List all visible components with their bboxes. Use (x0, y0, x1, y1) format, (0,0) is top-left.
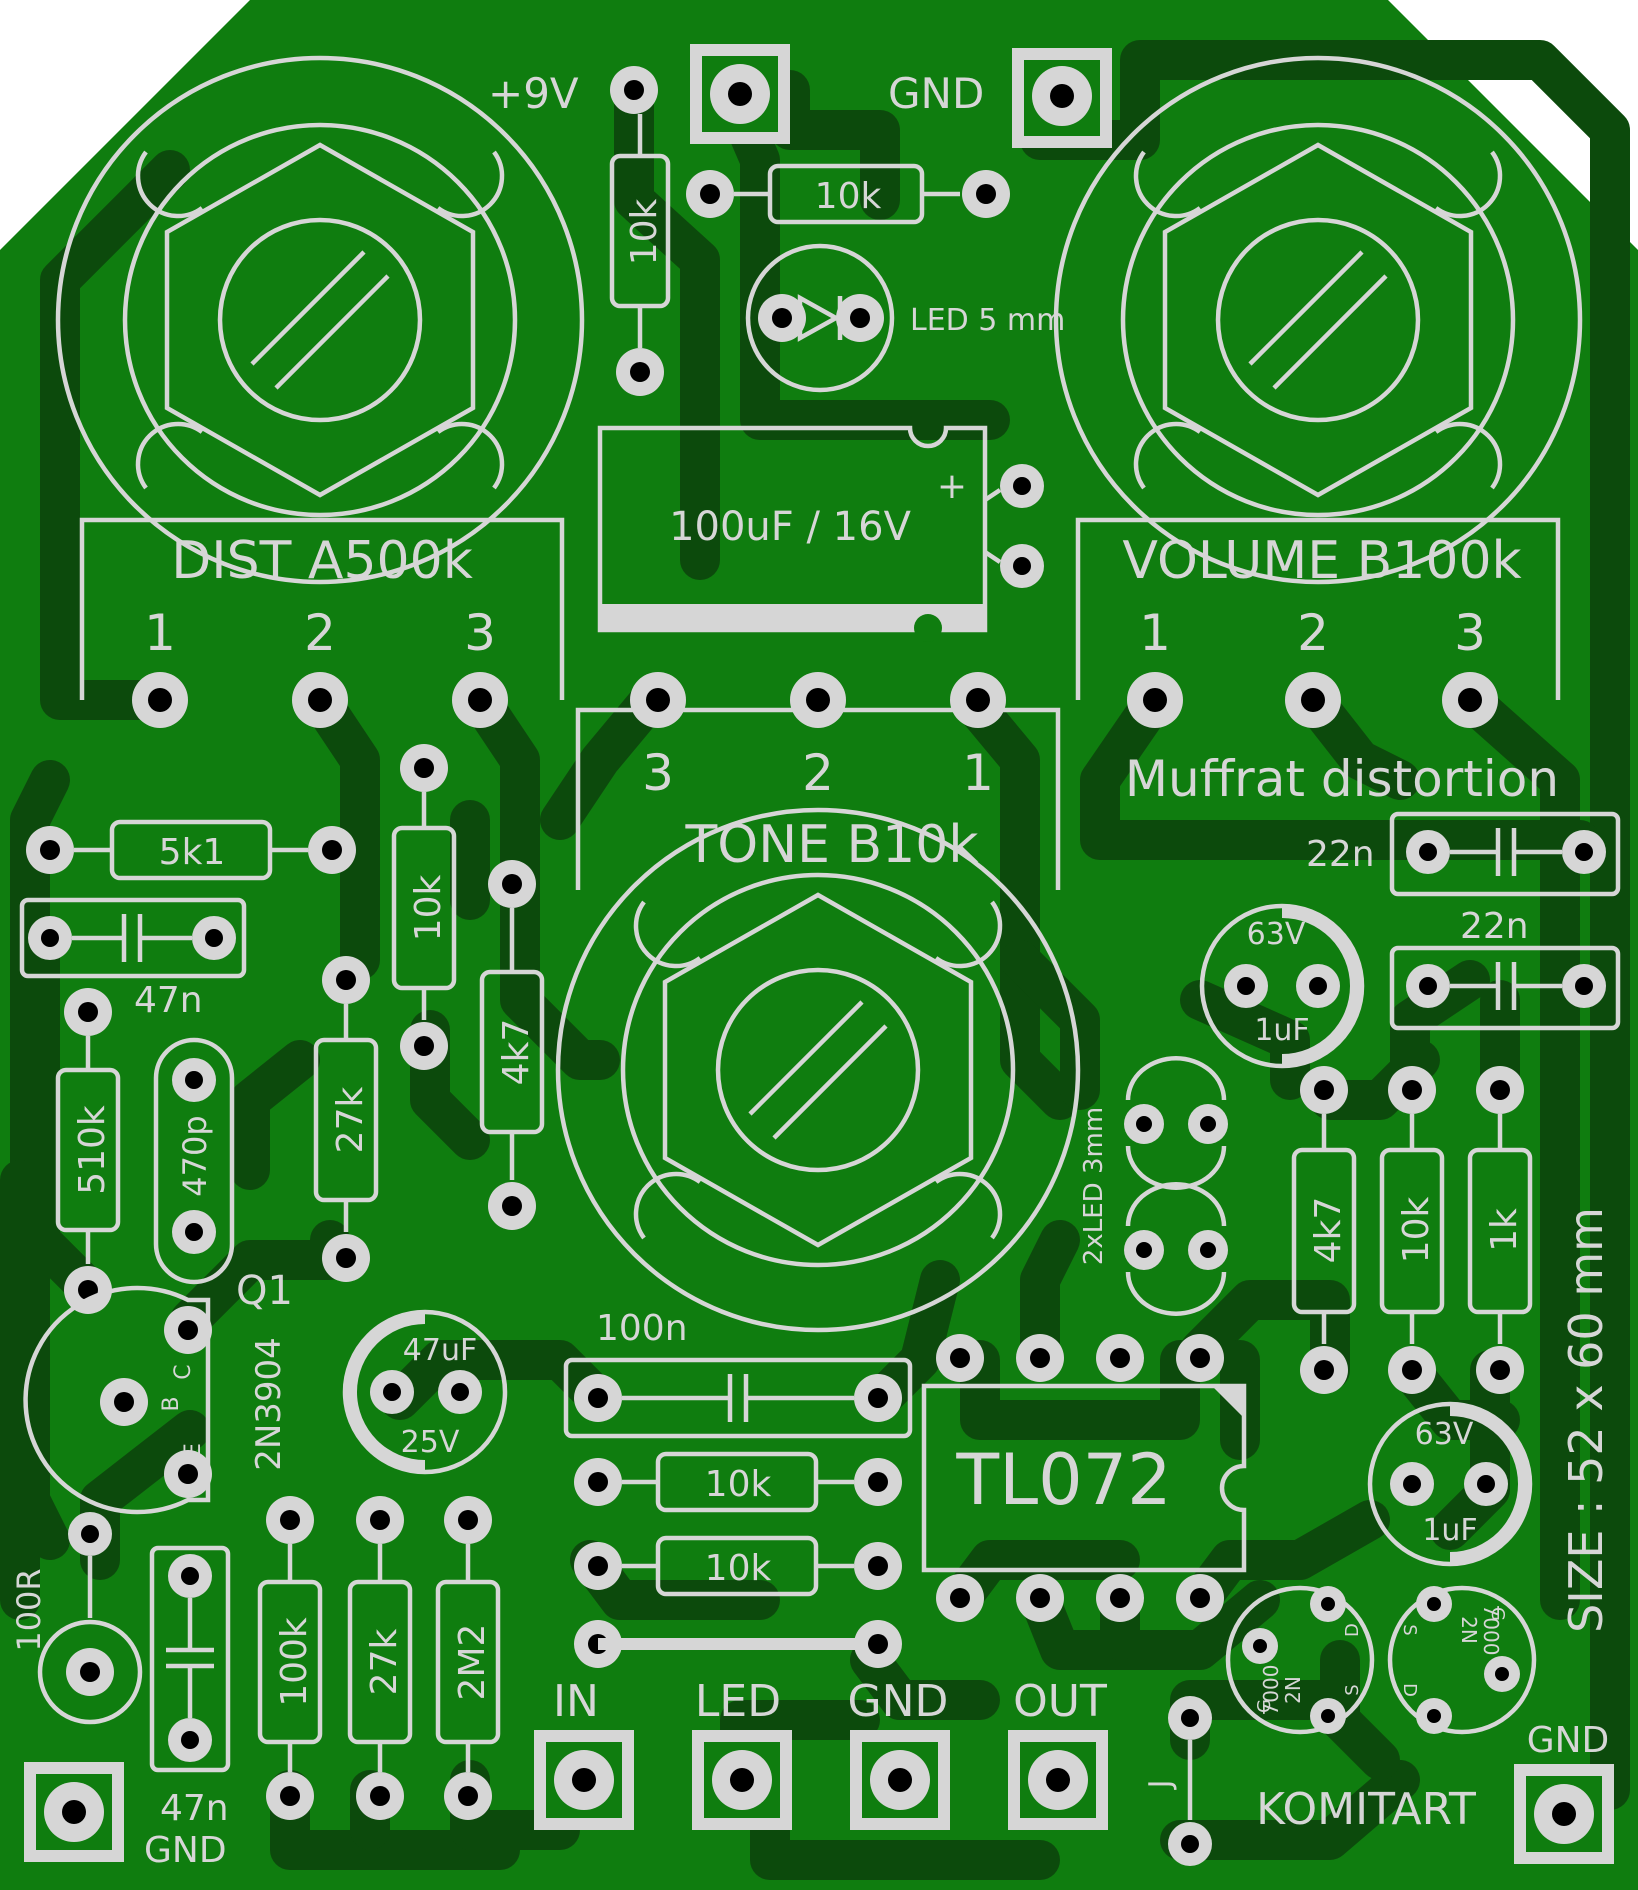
dist-pin2: 2 (304, 604, 336, 662)
mosfet-b-pin-d: D (1399, 1683, 1420, 1697)
c-1uf-a-v: 63V (1247, 917, 1306, 952)
jumper-label: J (1143, 1780, 1178, 1791)
c-47n-bot-label: 47n (160, 1788, 229, 1829)
mosfet-b-part-b: 7000 (1479, 1605, 1503, 1656)
dist-pot: DIST A500k 1 2 3 (55, 55, 585, 728)
q1-pin-b: B (159, 1396, 184, 1411)
r-10k-a-label: 10k (705, 1464, 772, 1505)
c-47uf-label: 47uF (403, 1333, 477, 1368)
c-22n-a-label: 22n (1306, 834, 1375, 875)
r-4k7-r-label: 4k7 (1308, 1197, 1349, 1264)
mosfet-b-pin-g: G (1487, 1607, 1508, 1621)
v9-label: +9V (488, 69, 579, 118)
c-25v-label: 25V (401, 1425, 460, 1460)
tone-pin2: 2 (802, 744, 834, 802)
c-470p-label: 470p (176, 1115, 214, 1196)
q1-part: 2N3904 (249, 1337, 289, 1471)
q1-pin-e: E (181, 1443, 206, 1457)
mosfet-a-part-a: 2N (1281, 1676, 1305, 1704)
r-10k-mid-label: 10k (408, 875, 449, 942)
gnd-top-label: GND (888, 69, 984, 118)
volume-pin2: 2 (1297, 604, 1329, 662)
r-10k-b-label: 10k (705, 1548, 772, 1589)
volume-pin3: 3 (1454, 604, 1486, 662)
brand-label: KOMITART (1256, 1784, 1476, 1835)
r-10k-r-label: 10k (1396, 1197, 1437, 1264)
ic-label: TL072 (955, 1439, 1171, 1521)
io-in-label: IN (553, 1676, 599, 1727)
dist-pin1: 1 (144, 604, 176, 662)
c-1uf-a-c: 1uF (1254, 1013, 1309, 1048)
mosfet-a-pin-g: G (1254, 1699, 1275, 1713)
dist-pin3: 3 (464, 604, 496, 662)
mosfet-a-pin-d: D (1342, 1623, 1363, 1637)
io-led-label: LED (695, 1676, 781, 1727)
r-27k-mid-label: 27k (330, 1087, 371, 1154)
io-out-label: OUT (1013, 1676, 1107, 1727)
c-22n-b-label: 22n (1460, 906, 1529, 947)
dist-pot-label: DIST A500k (171, 531, 473, 591)
led-label: LED 5 mm (910, 303, 1065, 338)
r-1k-label: 1k (1484, 1208, 1525, 1252)
q1-ref: Q1 (236, 1268, 293, 1314)
volume-pot: VOLUME B100k 1 2 3 (1053, 55, 1583, 728)
r-4k7-label: 4k7 (496, 1019, 537, 1086)
q1-pin-c: C (171, 1364, 196, 1379)
gnd-right-label: GND (1527, 1720, 1610, 1761)
mosfet-b-part-a: 2N (1457, 1616, 1481, 1644)
c-1uf-b-c: 1uF (1422, 1513, 1477, 1548)
r-100k-label: 100k (274, 1617, 315, 1707)
tone-pin3: 3 (642, 744, 674, 802)
c-1uf-b-v: 63V (1415, 1417, 1474, 1452)
c-47n-top-label: 47n (134, 980, 203, 1021)
leds-clip-label: 2xLED 3mm (1079, 1107, 1109, 1265)
c-100uf-plus: + (937, 466, 967, 507)
r-2m2-label: 2M2 (452, 1624, 493, 1701)
gnd-left-label: GND (144, 1830, 227, 1871)
r-100r-label: 100R (10, 1568, 48, 1651)
tone-pot: 3 2 1 TONE B10k (555, 672, 1081, 1333)
mosfet-a-part-b: 7000 (1259, 1665, 1283, 1716)
r-top-v-label: 10k (624, 199, 665, 266)
c-100uf-label: 100uF / 16V (669, 504, 912, 550)
r-27k-b-label: 27k (364, 1629, 405, 1696)
mosfet-a-pin-s: S (1342, 1684, 1363, 1695)
volume-pot-label: VOLUME B100k (1122, 531, 1521, 591)
volume-pin1: 1 (1139, 604, 1171, 662)
mosfet-b-pin-s: S (1399, 1624, 1420, 1635)
title-label: Muffrat distortion (1125, 750, 1559, 808)
io-gnd-label: GND (848, 1676, 949, 1727)
tone-pin1: 1 (962, 744, 994, 802)
size-label: SIZE : 52 x 60 mm (1559, 1207, 1613, 1633)
r-5k1-label: 5k1 (159, 832, 226, 873)
r-top-h-label: 10k (815, 176, 882, 217)
c-100n-label: 100n (596, 1308, 688, 1349)
r-510k-label: 510k (72, 1105, 113, 1195)
